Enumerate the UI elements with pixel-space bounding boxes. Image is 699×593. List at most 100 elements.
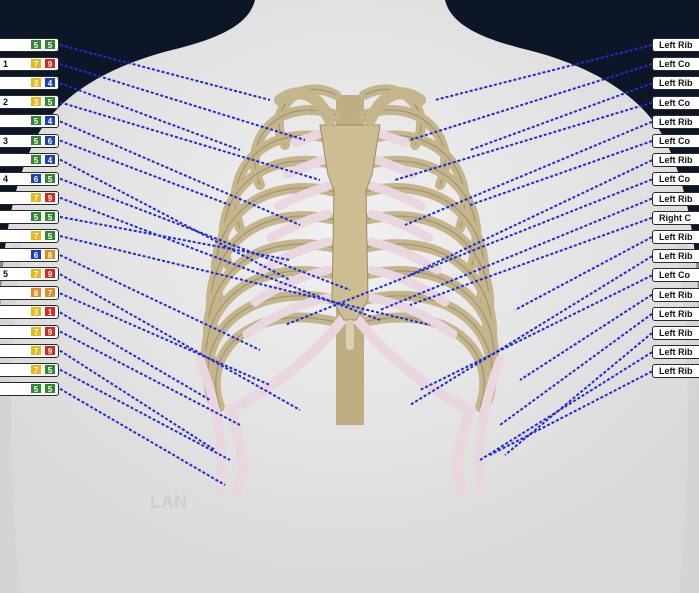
right-label[interactable]: Left Co <box>652 268 699 282</box>
right-label[interactable]: Left Rib <box>652 249 699 263</box>
watermark-text: LAN <box>150 492 187 512</box>
right-label[interactable]: Left Rib <box>652 364 699 378</box>
score-badge: 9 <box>44 58 56 69</box>
score-badge: 5 <box>44 230 56 241</box>
score-badge: 6 <box>30 249 42 260</box>
right-label[interactable]: Left Co <box>652 134 699 148</box>
score-badge: 3 <box>30 96 42 107</box>
score-badge: 6 <box>30 173 42 184</box>
score-badge: 5 <box>44 173 56 184</box>
right-label[interactable]: Left Rib <box>652 76 699 90</box>
score-badge: 5 <box>30 39 42 50</box>
score-badge: 5 <box>44 211 56 222</box>
score-badges: 55 <box>28 39 56 51</box>
right-label[interactable]: Left Rib <box>652 288 699 302</box>
score-badge: 5 <box>30 115 42 126</box>
score-badges: 79 <box>28 58 56 70</box>
right-label[interactable]: Left Rib <box>652 115 699 129</box>
score-badges: 79 <box>28 268 56 280</box>
score-badge: 9 <box>44 192 56 203</box>
score-badge: 7 <box>30 192 42 203</box>
score-badge: 7 <box>30 345 42 356</box>
left-label-number: 4 <box>3 173 13 185</box>
score-badge: 7 <box>30 268 42 279</box>
score-badge: 8 <box>30 287 42 298</box>
right-label[interactable]: Left Rib <box>652 192 699 206</box>
left-label-number: 2 <box>3 96 13 108</box>
score-badge: 3 <box>30 306 42 317</box>
score-badge: 7 <box>30 58 42 69</box>
score-badge: 5 <box>44 39 56 50</box>
score-badge: 5 <box>44 96 56 107</box>
score-badges: 54 <box>28 115 56 127</box>
score-badge: 4 <box>44 77 56 88</box>
right-label[interactable]: Left Rib <box>652 38 699 52</box>
score-badge: 7 <box>30 364 42 375</box>
right-label[interactable]: Left Co <box>652 57 699 71</box>
score-badge: 4 <box>44 115 56 126</box>
left-label-number: 1 <box>3 58 13 70</box>
score-badge: 7 <box>30 326 42 337</box>
score-badge: 5 <box>44 383 56 394</box>
score-badge: 7 <box>44 287 56 298</box>
score-badges: 65 <box>28 173 56 185</box>
score-badge: 3 <box>30 77 42 88</box>
right-label[interactable]: Left Rib <box>652 345 699 359</box>
score-badge: 1 <box>44 306 56 317</box>
score-badge: 5 <box>44 364 56 375</box>
score-badges: 68 <box>28 249 56 261</box>
score-badge: 5 <box>30 135 42 146</box>
score-badge: 4 <box>44 154 56 165</box>
right-label[interactable]: Left Rib <box>652 153 699 167</box>
score-badges: 87 <box>28 287 56 299</box>
right-label[interactable]: Left Rib <box>652 230 699 244</box>
score-badge: 6 <box>44 135 56 146</box>
xiphoid-process <box>346 320 354 350</box>
score-badge: 5 <box>30 383 42 394</box>
score-badge: 7 <box>30 230 42 241</box>
right-label[interactable]: Left Co <box>652 96 699 110</box>
right-label[interactable]: Right C <box>652 211 699 225</box>
left-label-number: 3 <box>3 135 13 147</box>
right-label[interactable]: Left Rib <box>652 326 699 340</box>
right-label[interactable]: Left Co <box>652 172 699 186</box>
right-label[interactable]: Left Rib <box>652 307 699 321</box>
score-badge: 5 <box>30 211 42 222</box>
score-badge: 9 <box>44 326 56 337</box>
left-label-number: 5 <box>3 268 13 280</box>
score-badge: 5 <box>30 154 42 165</box>
score-badge: 8 <box>44 249 56 260</box>
score-badge: 9 <box>44 268 56 279</box>
